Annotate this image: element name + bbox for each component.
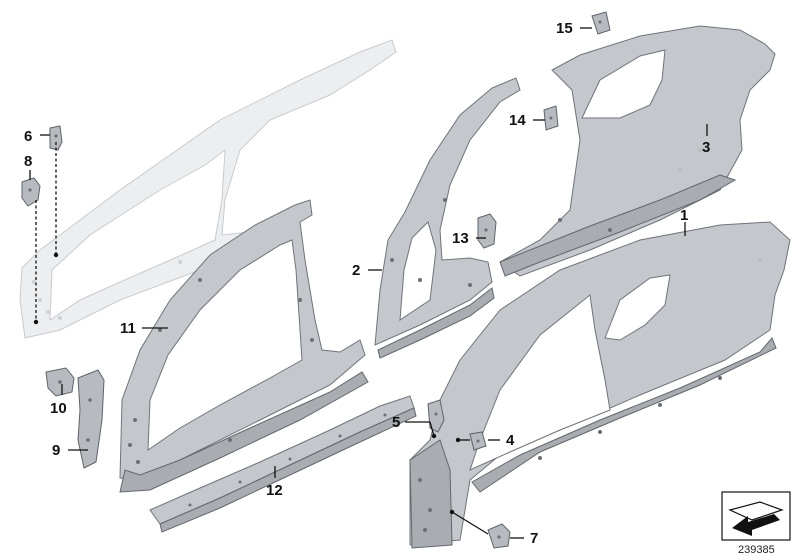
callout-4: 4 bbox=[506, 432, 515, 449]
part-1-outer-side-panel bbox=[409, 221, 791, 549]
part-9-bracket bbox=[77, 369, 105, 469]
part-6-bracket bbox=[49, 125, 63, 151]
part-8-bracket bbox=[21, 177, 41, 207]
part-13-bracket bbox=[477, 213, 497, 249]
document-number: 239385 bbox=[738, 544, 775, 556]
callout-8: 8 bbox=[24, 153, 32, 170]
callout-labels: 1 2 3 4 5 6 7 8 9 10 11 12 13 14 15 bbox=[24, 20, 710, 547]
document-arrow-icon bbox=[721, 491, 791, 541]
leader-lines bbox=[29, 27, 708, 539]
callout-11: 11 bbox=[120, 320, 136, 337]
callout-3: 3 bbox=[702, 139, 710, 156]
callout-2: 2 bbox=[352, 262, 360, 279]
part-4-bracket bbox=[469, 431, 487, 451]
callout-1: 1 bbox=[680, 207, 688, 224]
callout-13: 13 bbox=[452, 230, 469, 247]
part-5-bracket bbox=[427, 399, 445, 433]
part-3-rear-quarter-panel bbox=[499, 25, 776, 277]
part-2-pillar-reinforcement bbox=[374, 77, 521, 359]
callout-12: 12 bbox=[266, 482, 283, 499]
part-15-bracket bbox=[591, 11, 611, 35]
callout-6: 6 bbox=[24, 128, 32, 145]
part-11-inner-side-frame bbox=[119, 199, 369, 493]
part-7-bracket bbox=[487, 523, 511, 549]
callout-9: 9 bbox=[52, 442, 60, 459]
callout-7: 7 bbox=[530, 530, 538, 547]
part-14-bracket bbox=[543, 105, 559, 131]
callout-5: 5 bbox=[392, 414, 400, 431]
callout-14: 14 bbox=[509, 112, 526, 129]
part-12-rocker-sill bbox=[149, 395, 417, 533]
callout-10: 10 bbox=[50, 400, 67, 417]
part-10-bracket bbox=[45, 367, 75, 397]
callout-15: 15 bbox=[556, 20, 573, 37]
